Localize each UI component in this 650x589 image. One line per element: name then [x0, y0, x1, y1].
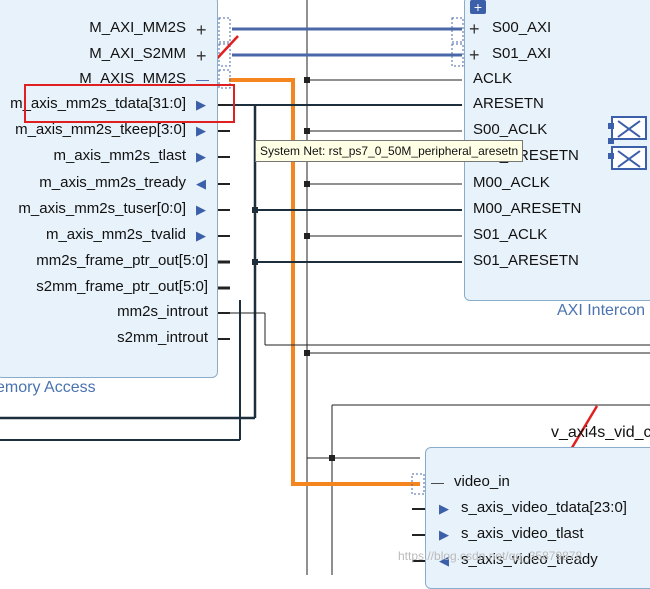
dma-port-right-icon[interactable]: ▶: [196, 228, 206, 243]
interconnect-port-label: S01_AXI: [492, 45, 552, 62]
dma-port-label: m_axis_mm2s_tready: [39, 174, 186, 191]
dma-port-label: m_axis_mm2s_tlast: [53, 147, 186, 164]
dma-port-label: M_AXI_S2MM: [89, 45, 186, 62]
dma-port-label: M_AXIS_MM2S: [79, 70, 186, 87]
video-port-right-icon[interactable]: ▶: [439, 501, 449, 516]
dma-port-plus-icon[interactable]: +: [196, 46, 207, 66]
dma-port-label: s2mm_frame_ptr_out[5:0]: [36, 278, 208, 295]
stream-highlight: [229, 78, 420, 486]
video-port-label: s_axis_video_tready: [461, 551, 598, 568]
video-block-name: v_axi4s_vid_c: [551, 424, 650, 441]
video-port-right-icon[interactable]: ▶: [439, 527, 449, 542]
collapse-toggle-icon[interactable]: +: [470, 0, 486, 14]
dma-port-right-icon[interactable]: ▶: [196, 149, 206, 164]
interconnect-port-label: ARESETN: [473, 95, 544, 112]
dma-port-right-icon[interactable]: ▶: [196, 123, 206, 138]
interconnect-port-plus-icon[interactable]: +: [469, 19, 480, 39]
video-port-left-icon[interactable]: ◀: [439, 553, 449, 568]
dma-port-label: m_axis_mm2s_tuser[0:0]: [18, 200, 186, 217]
dma-block-name: emory Access: [0, 379, 96, 396]
crossbar-icon: [608, 116, 647, 170]
dma-port-label: s2mm_introut: [117, 329, 208, 346]
dma-port-label: mm2s_introut: [117, 303, 208, 320]
dma-port-label: mm2s_frame_ptr_out[5:0]: [36, 252, 208, 269]
interconnect-port-label: M00_ACLK: [473, 174, 550, 191]
dma-block[interactable]: [0, 0, 218, 378]
interconnect-port-label: S01_ACLK: [473, 226, 548, 243]
dma-port-label: m_axis_mm2s_tkeep[3:0]: [15, 121, 186, 138]
interconnect-port-plus-icon[interactable]: +: [469, 45, 480, 65]
interconnect-port-label: S00_ACLK: [473, 121, 548, 138]
annotation-highlight-box: [24, 84, 235, 123]
dma-port-right-icon[interactable]: ▶: [196, 97, 206, 112]
video-block[interactable]: [425, 447, 650, 589]
interconnect-port-label: S00_AXI: [492, 19, 552, 36]
dma-port-label: M_AXI_MM2S: [89, 19, 186, 36]
dma-port-left-icon[interactable]: ◀: [196, 176, 206, 191]
dma-port-label: m_axis_mm2s_tvalid: [45, 226, 186, 243]
interconnect-block-name: AXI Intercon: [557, 302, 646, 319]
video-port-label: s_axis_video_tlast: [461, 525, 584, 542]
video-port-label: video_in: [454, 473, 510, 490]
dma-port-label: m_axis_mm2s_tdata[31:0]: [10, 95, 186, 112]
dma-port-minus-icon[interactable]: —: [196, 72, 209, 87]
net-tooltip: System Net: rst_ps7_0_50M_peripheral_are…: [255, 140, 524, 162]
video-port-label: s_axis_video_tdata[23:0]: [461, 499, 627, 516]
interconnect-port-label: M00_ARESETN: [473, 200, 582, 217]
dma-port-plus-icon[interactable]: +: [196, 20, 207, 40]
interconnect-port-label: ACLK: [473, 70, 513, 87]
interconnect-port-label: S01_ARESETN: [473, 252, 579, 269]
video-port-minus-icon[interactable]: —: [431, 475, 444, 490]
watermark: https://blog.csdn.net/qq_35879878: [398, 549, 583, 563]
dma-port-right-icon[interactable]: ▶: [196, 202, 206, 217]
